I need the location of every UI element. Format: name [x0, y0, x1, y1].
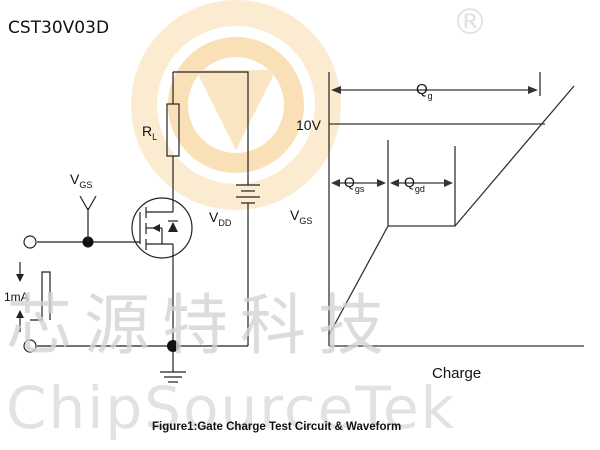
- gate-terminal: [23, 235, 37, 249]
- waveform-curve: [328, 85, 575, 336]
- vdd-label: VDD: [209, 209, 232, 228]
- watermark-chinese: 芯源特科技: [6, 287, 396, 364]
- source-node: [167, 340, 179, 352]
- qgs-label: Qgs: [344, 174, 365, 194]
- vgs-axis-label: VGS: [290, 207, 312, 226]
- part-number: CST30V03D: [8, 18, 109, 38]
- registered-mark: ®: [452, 2, 488, 43]
- watermark-latin: ChipSourceTek: [6, 374, 456, 442]
- vgs-circuit-label: VGS: [70, 171, 92, 190]
- ground-symbol: [160, 352, 186, 383]
- vdd-battery: [236, 184, 260, 346]
- ten-volt-label: 10V: [296, 117, 322, 133]
- mosfet-symbol: [131, 190, 193, 346]
- charge-axis-label: Charge: [432, 365, 481, 382]
- qg-label: Qg: [416, 81, 433, 101]
- gate-charge-waveform: [328, 72, 584, 347]
- current-source-label: 1mA: [4, 290, 29, 304]
- supply-top-wire: [173, 71, 249, 185]
- source-terminal: [23, 339, 37, 353]
- test-circuit: [16, 71, 260, 383]
- brand-logo-watermark: [131, 0, 341, 210]
- qgd-label: Qgd: [404, 174, 425, 194]
- vgs-probe-arrow: [79, 195, 97, 212]
- current-pulse: [16, 262, 51, 332]
- resistor-label: RL: [142, 123, 157, 142]
- figure-caption: Figure1:Gate Charge Test Circuit & Wavef…: [152, 421, 401, 433]
